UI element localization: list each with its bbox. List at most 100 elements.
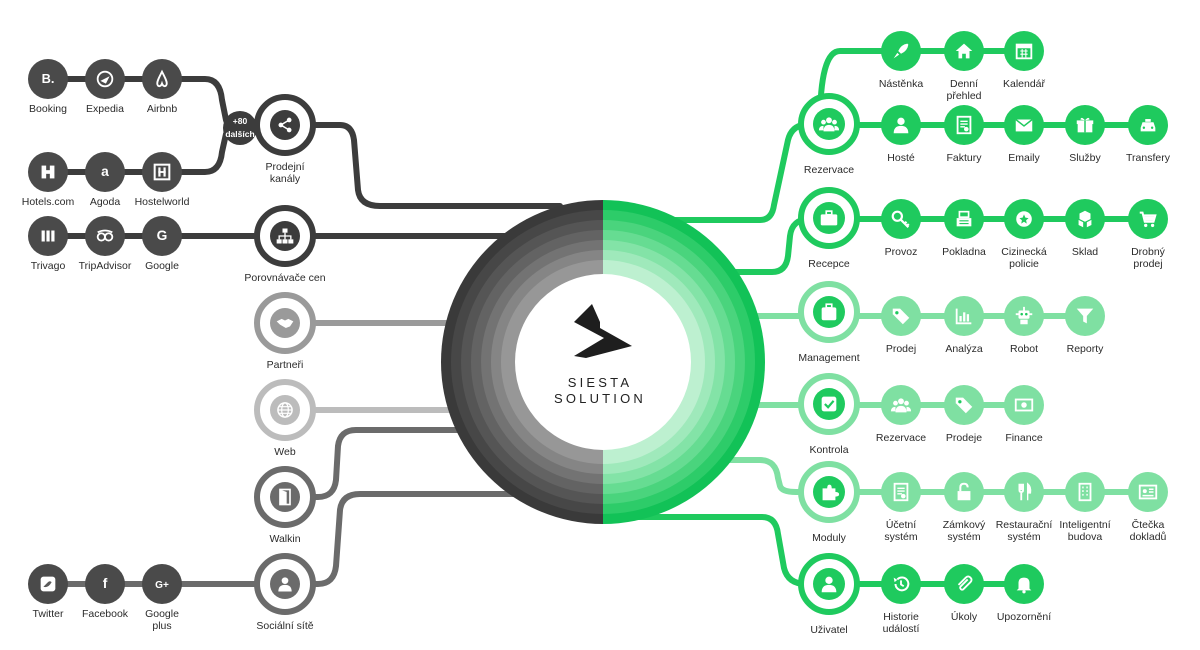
moduly-item-label-0: Účetní systém [884, 519, 918, 543]
rezervace-item-1 [944, 31, 984, 71]
rezervace-item-2 [1004, 31, 1044, 71]
source-label-hostelworld: Hostelworld [134, 196, 190, 208]
module-uzivatel [798, 553, 860, 615]
module-label-recepce: Recepce [808, 258, 850, 270]
unlock-icon [953, 481, 975, 503]
source-label-google: Google [145, 260, 179, 272]
siesta-logo-mark [574, 304, 632, 358]
id-card-icon [1137, 481, 1159, 503]
uzivatel-item-label-0: Historie událostí [882, 611, 920, 635]
svg-text:f: f [103, 576, 108, 591]
users-icon [813, 108, 845, 140]
rezervace-item-label-2: Kalendář [1002, 78, 1046, 90]
taxi-icon [1137, 114, 1159, 136]
source-label-twitter: Twitter [32, 608, 64, 620]
source-expedia [85, 59, 125, 99]
brand-wordmark: SIESTA SOLUTION [540, 375, 660, 407]
money-icon [1013, 394, 1035, 416]
facebook-icon: f [94, 573, 116, 595]
badge-icon [1013, 208, 1035, 230]
module-kontrola [798, 373, 860, 435]
google-icon: G [151, 225, 173, 247]
channel-social [254, 553, 316, 615]
rezervace-item-label-0: Nástěnka [878, 78, 924, 90]
recepce-item-3 [1065, 199, 1105, 239]
module-label-moduly: Moduly [812, 532, 846, 544]
module-recepce [798, 187, 860, 249]
recepce-item-0 [881, 199, 921, 239]
puzzle-icon [813, 476, 845, 508]
source-google: G [142, 216, 182, 256]
source-label-tripadvisor: TripAdvisor [78, 260, 132, 272]
bell-icon [1013, 573, 1035, 595]
sitemap-icon [270, 221, 300, 251]
rezervace-item-1 [944, 105, 984, 145]
source-googleplus: G+ [142, 564, 182, 604]
kontrola-item-label-1: Prodeje [945, 432, 983, 444]
rezervace-item-0 [881, 105, 921, 145]
tag-icon [890, 305, 912, 327]
uzivatel-item-label-2: Upozornění [996, 611, 1052, 623]
uzivatel-item-0 [881, 564, 921, 604]
source-hotelscom [28, 152, 68, 192]
bar-chart-icon [953, 305, 975, 327]
moduly-item-label-2: Restaurační systém [995, 519, 1053, 543]
gift-icon [1074, 114, 1096, 136]
rezervace-item-label-2: Emaily [1008, 152, 1040, 164]
invoice-icon [953, 114, 975, 136]
more-channels-badge [223, 111, 257, 145]
channel-label-social: Sociální sítě [256, 620, 314, 632]
svg-text:B.: B. [42, 71, 55, 86]
hostelworld-icon [151, 161, 173, 183]
recepce-item-label-1: Pokladna [942, 246, 986, 258]
recepce-item-label-0: Provoz [884, 246, 918, 258]
filter-icon [1074, 305, 1096, 327]
kontrola-item-2 [1004, 385, 1044, 425]
door-icon [270, 482, 300, 512]
envelope-icon [1013, 114, 1035, 136]
wire-walkin [282, 427, 523, 500]
module-moduly [798, 461, 860, 523]
cart-icon [1137, 208, 1159, 230]
channel-label-web: Web [274, 446, 296, 458]
channel-compare [254, 205, 316, 267]
recepce-item-label-4: Drobný prodej [1131, 246, 1165, 270]
management-item-label-1: Analýza [945, 343, 983, 355]
moduly-item-label-1: Zámkový systém [942, 519, 986, 543]
management-item-0 [881, 296, 921, 336]
management-item-1 [944, 296, 984, 336]
tag-icon [953, 394, 975, 416]
person-icon [270, 569, 300, 599]
person-icon [890, 114, 912, 136]
svg-text:G: G [157, 228, 168, 243]
channel-label-sales: Prodejní kanály [265, 161, 305, 185]
more-channels-sub: dalších [225, 129, 255, 139]
more-channels-count: +80 [232, 116, 248, 126]
module-label-management: Management [798, 352, 860, 364]
cash-register-icon [953, 208, 975, 230]
source-label-trivago: Trivago [30, 260, 66, 272]
twitter-icon [37, 573, 59, 595]
boxes-icon [1074, 208, 1096, 230]
google-plus-icon: G+ [151, 573, 173, 595]
source-label-facebook: Facebook [81, 608, 129, 620]
source-tripadvisor [85, 216, 125, 256]
moduly-item-label-4: Čtečka dokladů [1129, 519, 1167, 543]
source-agoda: a [85, 152, 125, 192]
kontrola-item-1 [944, 385, 984, 425]
channel-partners [254, 292, 316, 354]
moduly-item-0 [881, 472, 921, 512]
users-icon [890, 394, 912, 416]
management-item-3 [1065, 296, 1105, 336]
channel-sales [254, 94, 316, 156]
management-item-label-2: Robot [1009, 343, 1039, 355]
paperclip-icon [953, 573, 975, 595]
invoice-icon [890, 481, 912, 503]
check-icon [813, 388, 845, 420]
channel-label-compare: Porovnávače cen [244, 272, 326, 284]
share-icon [270, 110, 300, 140]
moduly-item-3 [1065, 472, 1105, 512]
moduly-item-2 [1004, 472, 1044, 512]
booking-icon: B. [37, 68, 59, 90]
rezervace-item-3 [1065, 105, 1105, 145]
